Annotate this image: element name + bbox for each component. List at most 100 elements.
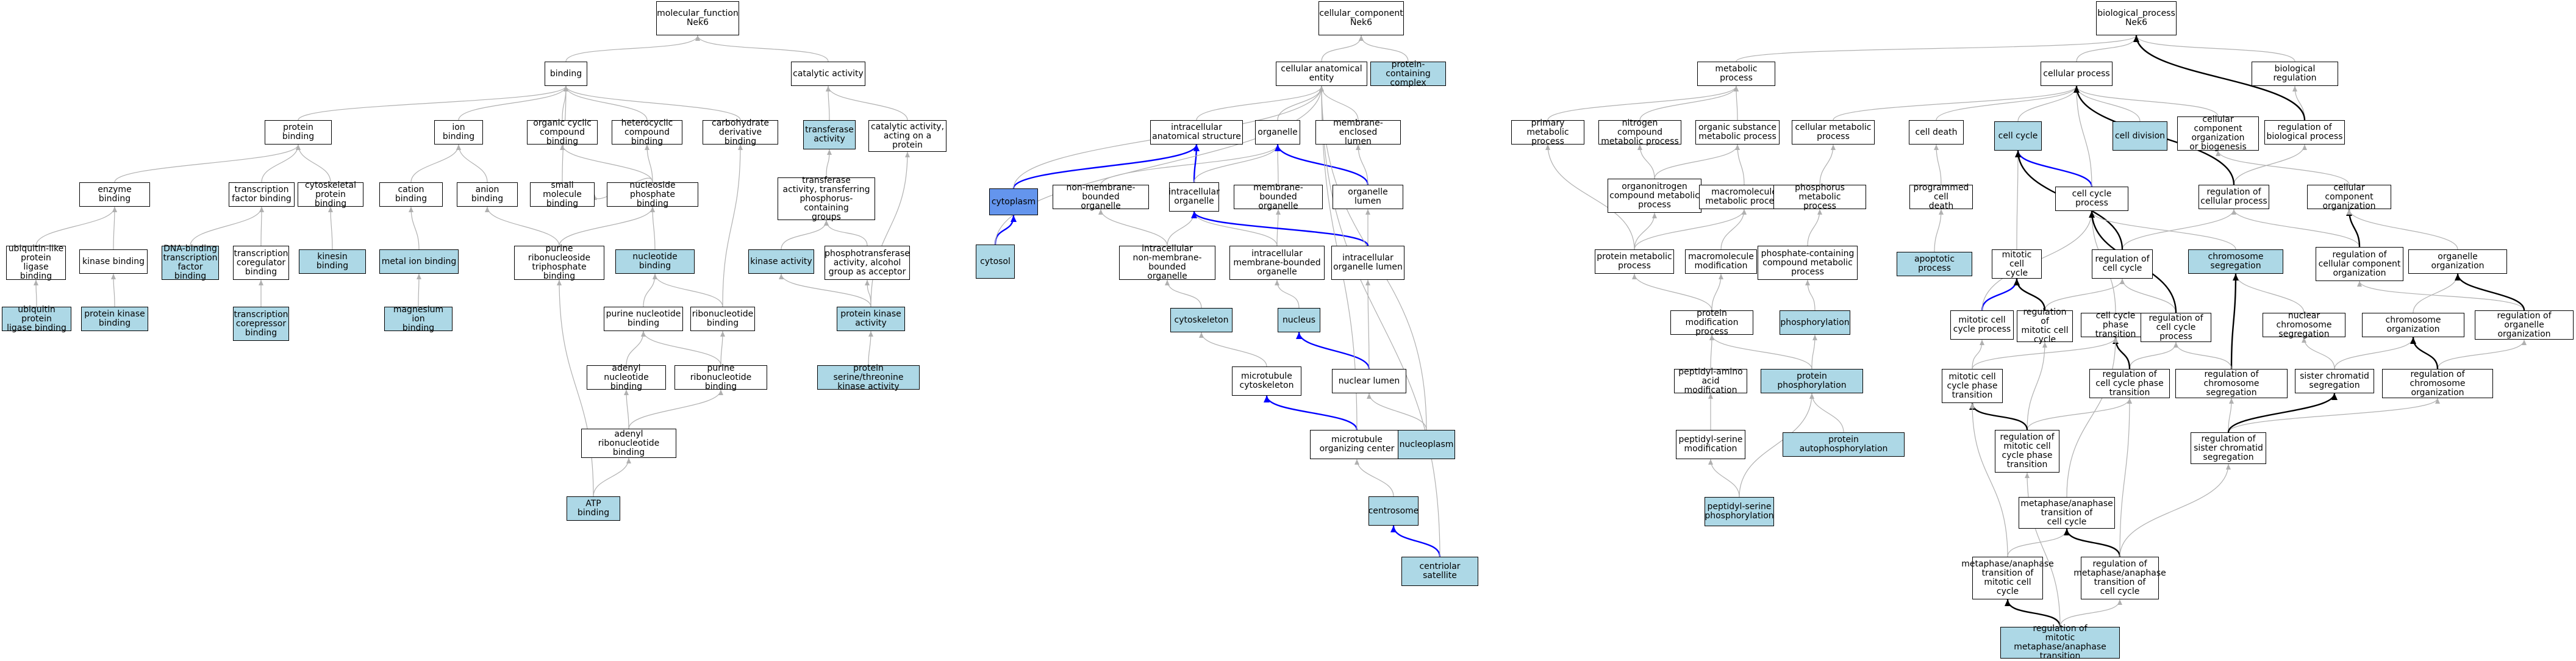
go-term-cc-organization: cellular component organization (2307, 183, 2391, 210)
edge-kinase-activity-to-transferase-phos (781, 220, 829, 250)
edge-reg-ccp-to-reg-cell-cycle (2120, 278, 2177, 313)
edge-reg-meta-ana-cc-to-reg-cc-phase-trans (2119, 398, 2132, 557)
edge-reg-mitotic-meta-ana-to-reg-meta-ana-cc (2059, 599, 2122, 627)
edge-cell-division-to-cellular-process (2074, 85, 2141, 122)
edge-reg-mitotic-ccpt-to-reg-mitotic-cc (2027, 341, 2047, 431)
go-term-protein-binding: protein binding (265, 120, 332, 145)
go-term-nonmem-org: non-membrane-bounded organelle (1053, 183, 1149, 210)
edge-reg-cell-proc-to-reg-bio-proc (2233, 144, 2307, 185)
edge-cytosol-to-cytoplasm (994, 215, 1017, 245)
go-term-reg-sister: regulation of sister chromatid segregati… (2191, 432, 2266, 464)
edge-dna-binding-tf-to-tf-binding (190, 206, 264, 246)
go-term-cellular-process: cellular process (2041, 62, 2113, 86)
edge-tf-binding-to-protein-binding (261, 144, 301, 183)
edge-cell-cycle-proc-to-cell-cycle (2015, 150, 2093, 187)
go-term-small-molecule: small molecule binding (530, 180, 595, 208)
go-term-kinesin-binding: kinesin binding (299, 249, 366, 274)
go-term-mt-cytoskeleton: microtubule cytoskeleton (1232, 366, 1301, 396)
edge-meta-ana-cc-to-cc-phase-trans (2066, 337, 2118, 498)
go-term-transferase-phos: transferase activity, transferring phosp… (778, 176, 875, 221)
edge-reg-sister-to-reg-chrom-seg (2228, 398, 2234, 433)
go-term-reg-mitotic-cc: regulation of mitotic cell cycle (2017, 308, 2073, 345)
go-term-cation-binding: cation binding (379, 182, 443, 207)
go-term-intra-nonmem: intracellular non-membrane-bounded organ… (1119, 245, 1215, 281)
edge-nuclear-chrom-seg-to-chrom-seg (2233, 273, 2305, 313)
edge-organelle-lumen-to-organelle (1275, 144, 1369, 185)
edge-reg-cc-phase-trans-to-reg-ccp (2129, 341, 2178, 370)
edge-protein-phos-to-protein-mod (1709, 334, 1812, 370)
edge-protein-mod-to-macromol-mod (1711, 273, 1723, 311)
edge-reg-mitotic-meta-ana-to-reg-mitotic-ccpt (2025, 472, 2061, 627)
edge-mt-cytoskeleton-to-cytoskeleton (1199, 332, 1267, 367)
edge-intra-org-to-ias (1193, 144, 1200, 183)
go-term-reg-mitotic-ccpt: regulation of mitotic cell cycle phase t… (1995, 430, 2059, 473)
go-term-reg-chrom-org: regulation of chromosome organization (2382, 369, 2493, 398)
edge-adenyl-ribonucleotide-to-adenyl-nucleotide (624, 389, 629, 429)
edge-phosphorus-met-to-cellular-met (1819, 144, 1836, 185)
edge-reg-chrom-org-to-reg-organelle-org (2437, 339, 2527, 370)
edge-metabolic-to-bp-root (1736, 35, 2139, 62)
go-term-tf-binding: transcription factor binding (229, 182, 295, 207)
edge-protein-met-to-organonitrogen (1634, 212, 1657, 250)
edge-cation-binding-to-ion-binding (410, 144, 461, 183)
go-term-binding: binding (545, 62, 587, 86)
edge-organelle-org-to-cc-organization (2347, 209, 2458, 250)
go-term-intra-mem: intracellular membrane-bounded organelle (1229, 246, 1325, 280)
edge-reg-cc-org-to-cc-organization (2346, 209, 2361, 248)
go-term-peptidyl-serine: peptidyl-serine modification (1676, 430, 1745, 459)
go-term-catalytic-protein: catalytic activity, acting on a protein (868, 120, 946, 152)
edge-phosphate-met-to-phosphorus-met (1807, 209, 1822, 246)
edge-nucleotide-binding-to-nucleoside-phosphate (650, 206, 656, 250)
go-term-nucleotide-binding: nucleotide binding (615, 249, 695, 274)
go-term-protein-met: protein metabolic process (1595, 249, 1674, 274)
go-term-mem-org: membrane-bounded organelle (1234, 183, 1323, 210)
edge-sister-chromatid-to-nuclear-chrom-seg (2302, 337, 2335, 370)
edge-cytoskeletal-binding-to-protein-binding (296, 144, 331, 183)
edge-intra-nonmem-to-nonmem-org (1098, 209, 1168, 246)
edge-reg-chrom-org-to-chrom-org (2410, 337, 2439, 370)
edge-organelle-lumen-to-membrane-lumen (1356, 144, 1368, 185)
go-term-mitotic-ccpt: mitotic cell cycle phase transition (1942, 369, 2003, 403)
go-term-organonitrogen: organonitrogen compound metabolic proces… (1608, 179, 1701, 213)
go-term-ps-kinase: protein serine/threonine kinase activity (817, 363, 920, 391)
go-term-cc-org-biogen: cellular component organization or bioge… (2177, 115, 2259, 152)
go-term-protein-autophos: protein autophosphorylation (1783, 432, 1905, 457)
edge-reg-cc-phase-trans-to-cc-phase-trans (2113, 337, 2131, 370)
edge-intra-mem-to-mem-org (1275, 209, 1281, 246)
go-term-purine-rntp: purine ribonucleoside triphosphate bindi… (514, 245, 604, 281)
edge-kinesin-binding-to-cytoskeletal-binding (328, 206, 334, 250)
edge-protein-kinase-activity-to-kinase-activity (779, 273, 871, 307)
edge-mitotic-ccpt-to-mitotic-ccp (1972, 339, 1984, 370)
edge-macromol-mod-to-macromolecule-met (1720, 209, 1747, 250)
go-term-meta-ana-cc: metaphase/anaphase transition of cell cy… (2019, 497, 2115, 529)
edge-reg-mitotic-ccpt-to-mitotic-ccpt (1969, 402, 2028, 431)
edge-intra-org-to-organelle (1193, 144, 1280, 183)
edge-nucleoplasm-to-nuclear-lumen (1367, 393, 1427, 431)
go-term-peptidyl-serine-phos: peptidyl-serine phosphorylation (1705, 497, 1774, 526)
go-term-cytosol: cytosol (976, 245, 1015, 279)
edge-protein-kinase-activity-to-catalytic-protein (870, 151, 910, 307)
edge-organic-sub-met-to-metabolic (1734, 85, 1739, 121)
edge-ubiquitin-like-to-enzyme-binding (35, 206, 117, 246)
edge-cae-to-cc-root (1321, 35, 1364, 62)
go-term-reg-chrom-seg: regulation of chromosome segregation (2175, 369, 2288, 398)
edge-reg-cell-cycle-to-reg-cell-proc (2122, 209, 2236, 250)
edge-purine-rntp-to-nucleoside-phosphate (559, 206, 655, 246)
go-term-enzyme-binding: enzyme binding (79, 182, 150, 207)
edge-cell-cycle-proc-to-cellular-process (2074, 85, 2092, 187)
go-term-nucleoplasm: nucleoplasm (1398, 430, 1455, 459)
go-term-bio-reg: biological regulation (2252, 62, 2338, 86)
edge-chrom-seg-to-cell-cycle-proc (2089, 210, 2236, 250)
edge-nuclear-lumen-to-nucleus (1296, 332, 1370, 370)
go-term-cell-death: cell death (1909, 120, 1964, 145)
edge-ion-binding-to-binding (458, 85, 568, 121)
go-term-phosphorylation: phosphorylation (1780, 310, 1850, 335)
edge-meta-ana-mitotic-to-mitotic-ccpt (1970, 402, 2008, 557)
go-term-nuclear-chrom-seg: nuclear chromosome segregation (2263, 311, 2345, 338)
edge-cytosol-to-cae (995, 85, 1324, 245)
go-term-chrom-org: chromosome organization (2362, 313, 2464, 337)
go-term-cell-division: cell division (2113, 121, 2167, 151)
edge-pcd-to-cell-death (1934, 144, 1942, 185)
edge-peptidyl-aa-to-protein-mod (1709, 334, 1714, 370)
edge-centriolar-sat-to-centrosome (1390, 525, 1441, 557)
